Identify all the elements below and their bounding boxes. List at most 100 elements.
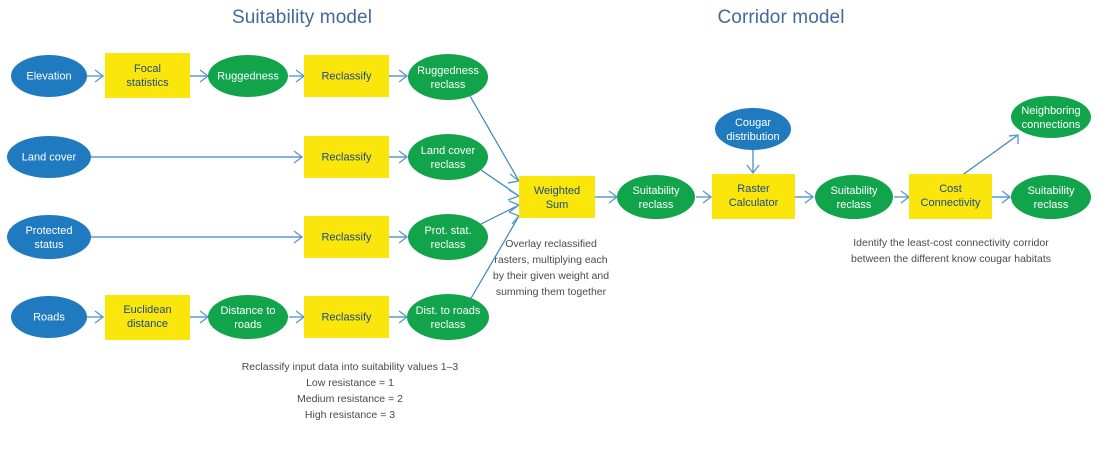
annotation-corridor-line1: Identify the least-cost connectivity cor…	[853, 237, 1049, 249]
connector-distance-to-reclassify4	[289, 310, 306, 324]
node-protected-status-label-line2: status	[34, 239, 64, 251]
node-cougar-distribution[interactable]	[715, 108, 791, 150]
connector-reclassify4-to-distroads-reclass	[389, 310, 409, 324]
node-dist-roads-reclass-label-line1: Dist. to roads	[416, 305, 481, 317]
node-weighted-sum[interactable]	[519, 176, 595, 218]
node-roads-label: Roads	[33, 311, 65, 323]
node-land-cover-reclass-label-line1: Land cover	[421, 145, 476, 157]
connector-landcover-to-reclassify2	[87, 150, 304, 164]
node-neighboring-connections-label-line1: Neighboring	[1021, 105, 1080, 117]
node-dist-roads-reclass[interactable]	[407, 294, 489, 340]
node-reclassify-4-label: Reclassify	[321, 311, 372, 323]
node-land-cover[interactable]	[7, 136, 91, 178]
node-weighted-sum-label-line1: Weighted	[534, 185, 580, 197]
node-cost-connectivity-label-line2: Connectivity	[921, 197, 981, 209]
node-raster-calculator[interactable]	[712, 174, 795, 219]
node-cougar-distribution-label-line1: Cougar	[735, 117, 771, 129]
node-neighboring-connections[interactable]	[1011, 96, 1091, 138]
node-euclidean-distance-label-line2: distance	[127, 318, 168, 330]
annotation-weighted-sum-line3: by their given weight and	[493, 270, 609, 282]
node-ruggedness-reclass[interactable]	[408, 54, 488, 100]
node-reclassify-2-label: Reclassify	[321, 151, 372, 163]
annotation-corridor: Identify the least-cost connectivity cor…	[851, 237, 1051, 265]
node-roads[interactable]	[11, 296, 87, 338]
node-ruggedness-reclass-label-line1: Ruggedness	[417, 65, 479, 77]
annotation-reclassify-line2: Low resistance = 1	[306, 377, 394, 389]
node-cougar-distribution-label-line2: distribution	[726, 131, 779, 143]
connector-elevation-to-focal	[87, 69, 105, 83]
connector-landcover-reclass-to-weighted-sum	[480, 169, 521, 201]
node-elevation[interactable]	[11, 55, 87, 97]
node-focal-statistics-label-line1: Focal	[134, 63, 161, 75]
node-reclassify-1[interactable]	[304, 55, 389, 97]
node-ruggedness-label: Ruggedness	[217, 70, 279, 82]
node-suitability-reclass-3-label-line1: Suitability	[1027, 185, 1075, 197]
node-dist-roads-reclass-label-line2: reclass	[431, 319, 466, 331]
node-reclassify-1-label: Reclassify	[321, 70, 372, 82]
node-cost-connectivity[interactable]	[909, 174, 992, 219]
annotation-weighted-sum-line2: rasters, multiplying each	[494, 254, 607, 266]
annotation-reclassify-line1: Reclassify input data into suitability v…	[242, 361, 459, 373]
node-distance-to-roads-label-line2: roads	[234, 319, 262, 331]
node-suitability-reclass-1-label-line1: Suitability	[632, 185, 680, 197]
node-prot-stat-reclass-label-line1: Prot. stat.	[424, 225, 471, 237]
node-suitability-reclass-2[interactable]	[815, 175, 893, 219]
node-cost-connectivity-label-line1: Cost	[939, 183, 962, 195]
node-suitability-reclass-1-label-line2: reclass	[639, 199, 674, 211]
connector-weighted-sum-to-suitability-reclass	[595, 190, 619, 204]
annotation-reclassify-line4: High resistance = 3	[305, 409, 395, 421]
node-reclassify-3[interactable]	[304, 216, 389, 258]
node-neighboring-connections-label-line2: connections	[1022, 119, 1081, 131]
annotation-reclassify-line3: Medium resistance = 2	[297, 393, 403, 405]
node-suitability-reclass-1[interactable]	[617, 175, 695, 219]
annotation-reclassify: Reclassify input data into suitability v…	[242, 361, 459, 421]
connector-reclassify3-to-protstat-reclass	[389, 230, 409, 244]
node-euclidean-distance-label-line1: Euclidean	[123, 304, 171, 316]
node-protected-status-label-line1: Protected	[25, 225, 72, 237]
node-reclassify-3-label: Reclassify	[321, 231, 372, 243]
annotation-weighted-sum-line1: Overlay reclassified	[505, 238, 597, 250]
connector-cost-connectivity-to-suitability3	[992, 190, 1012, 204]
annotation-weighted-sum-line4: summing them together	[496, 286, 607, 298]
node-land-cover-reclass[interactable]	[408, 134, 488, 180]
connector-reclassify2-to-landcover-reclass	[389, 150, 409, 164]
node-suitability-reclass-2-label-line1: Suitability	[830, 185, 878, 197]
annotation-corridor-line2: between the different know cougar habita…	[851, 253, 1051, 265]
node-prot-stat-reclass[interactable]	[408, 214, 488, 260]
node-focal-statistics[interactable]	[105, 53, 190, 98]
connector-ruggedness-to-reclassify1	[289, 69, 306, 83]
node-ruggedness[interactable]	[208, 55, 288, 97]
node-weighted-sum-label-line2: Sum	[546, 199, 569, 211]
node-focal-statistics-label-line2: statistics	[126, 77, 169, 89]
node-ruggedness-reclass-label-line2: reclass	[431, 79, 466, 91]
node-suitability-reclass-3[interactable]	[1011, 175, 1091, 219]
node-land-cover-reclass-label-line2: reclass	[431, 159, 466, 171]
connector-raster-calculator-to-suitability2	[795, 190, 815, 204]
connector-reclassify1-to-ruggedness-reclass	[389, 69, 409, 83]
node-reclassify-2[interactable]	[304, 136, 389, 178]
node-land-cover-label: Land cover	[22, 151, 77, 163]
connector-neighboring-to-cost-connectivity	[960, 134, 1019, 177]
node-raster-calculator-label-line1: Raster	[737, 183, 770, 195]
connector-roads-to-euclidean	[87, 310, 105, 324]
node-euclidean-distance[interactable]	[105, 295, 190, 340]
connector-protected-to-reclassify3	[87, 230, 304, 244]
node-protected-status[interactable]	[7, 215, 91, 259]
node-reclassify-4[interactable]	[304, 296, 389, 338]
connector-euclidean-to-distance-roads	[190, 310, 210, 324]
node-distance-to-roads[interactable]	[208, 295, 288, 339]
node-raster-calculator-label-line2: Calculator	[729, 197, 779, 209]
node-elevation-label: Elevation	[26, 70, 71, 82]
connector-protstat-reclass-to-weighted-sum	[480, 200, 521, 225]
suitability-model-title: Suitability model	[232, 7, 372, 28]
node-prot-stat-reclass-label-line2: reclass	[431, 239, 466, 251]
connector-suitability1-to-raster-calculator	[696, 190, 713, 204]
node-suitability-reclass-3-label-line2: reclass	[1034, 199, 1069, 211]
connector-focal-to-ruggedness	[190, 69, 210, 83]
node-suitability-reclass-2-label-line2: reclass	[837, 199, 872, 211]
corridor-model-title: Corridor model	[717, 7, 844, 28]
connector-cougar-to-raster-calculator	[746, 150, 760, 175]
annotation-weighted-sum: Overlay reclassified rasters, multiplyin…	[493, 238, 609, 298]
